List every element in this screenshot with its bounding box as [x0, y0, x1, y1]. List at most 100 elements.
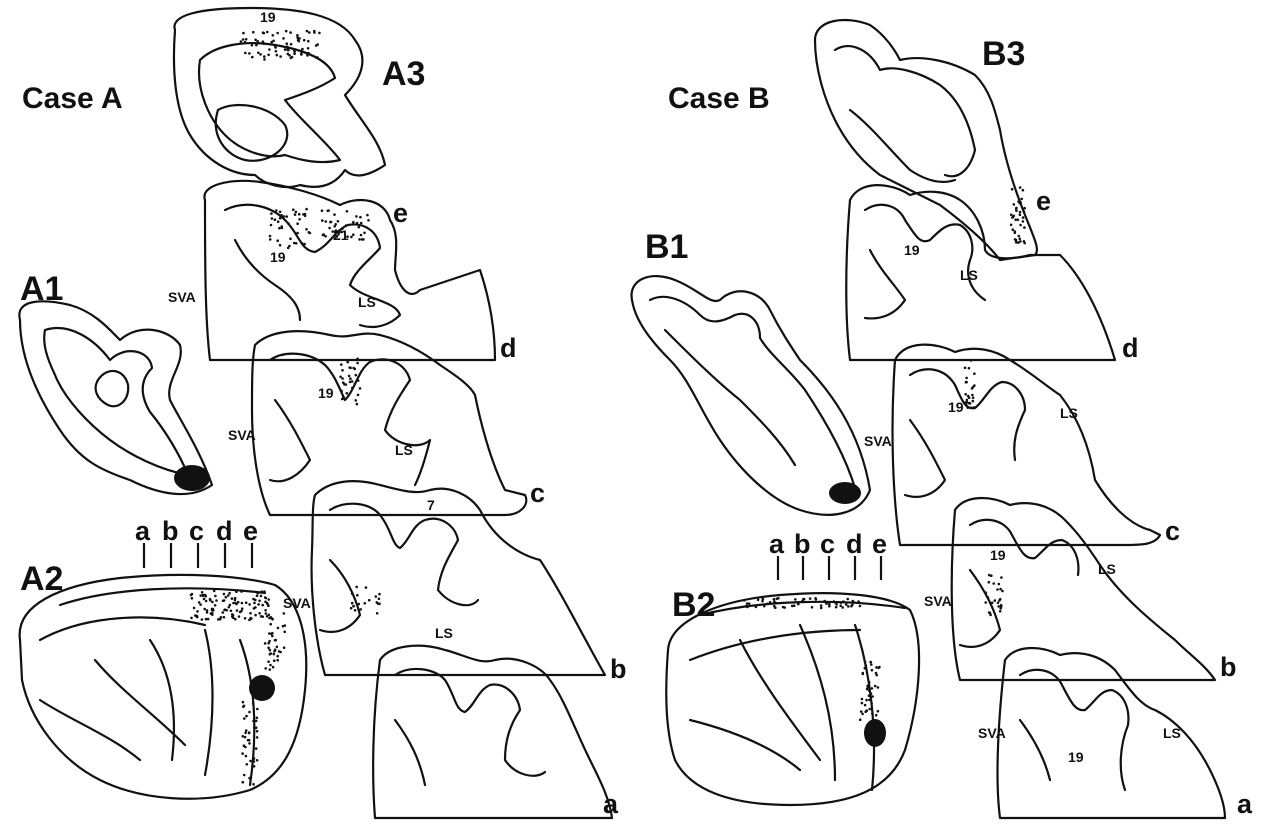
labeled-cell-dot — [814, 597, 817, 600]
b2-letter-e: e — [872, 529, 887, 559]
labeled-cell-dot — [1000, 576, 1003, 579]
labeled-cell-dot — [356, 362, 359, 365]
b3-letter-e: e — [1036, 186, 1051, 216]
labeled-cell-dot — [773, 600, 776, 603]
labeled-cell-dot — [277, 220, 280, 223]
labeled-cell-dot — [973, 384, 976, 387]
labeled-cell-dot — [199, 603, 202, 606]
labeled-cell-dot — [276, 659, 279, 662]
labeled-cell-dot — [321, 209, 324, 212]
b3-section-e — [846, 185, 1115, 360]
labeled-cell-dot — [276, 646, 279, 649]
labeled-cell-dot — [228, 606, 231, 609]
labeled-cell-dot — [777, 597, 780, 600]
labeled-cell-dot — [333, 213, 336, 216]
labeled-cell-dot — [357, 379, 360, 382]
case-a: Case A A1 A2 A3 — [19, 8, 626, 819]
labeled-cell-dot — [256, 40, 259, 43]
labeled-cell-dot — [791, 605, 794, 608]
labeled-cell-dot — [835, 606, 838, 609]
labeled-cell-dot — [252, 783, 255, 786]
labeled-cell-dot — [366, 214, 369, 217]
labeled-cell-dot — [241, 607, 244, 610]
labeled-cell-dot — [271, 635, 274, 638]
labeled-cell-dot — [308, 231, 311, 234]
labeled-cell-dot — [249, 617, 252, 620]
labeled-cell-dot — [307, 47, 310, 50]
labeled-cell-dot — [358, 238, 361, 241]
labeled-cell-dot — [860, 710, 863, 713]
labeled-cell-dot — [225, 609, 228, 612]
labeled-cell-dot — [324, 235, 327, 238]
case-a-title: Case A — [22, 82, 123, 115]
labeled-cell-dot — [328, 227, 331, 230]
labeled-cell-dot — [283, 631, 286, 634]
labeled-cell-dot — [871, 695, 874, 698]
labeled-cell-dot — [350, 236, 353, 239]
labeled-cell-dot — [859, 605, 862, 608]
a3-letter-a: a — [603, 789, 619, 819]
labeled-cell-dot — [298, 213, 301, 216]
panel-a3-label: A3 — [382, 55, 425, 93]
labeled-cell-dot — [296, 34, 299, 37]
labeled-cell-dot — [262, 31, 265, 34]
labeled-cell-dot — [869, 661, 872, 664]
labeled-cell-dot — [1017, 200, 1020, 203]
labeled-cell-dot — [745, 605, 748, 608]
labeled-cell-dot — [316, 43, 319, 46]
labeled-cell-dot — [255, 747, 258, 750]
labeled-cell-dot — [248, 742, 251, 745]
labeled-cell-dot — [313, 31, 316, 34]
labeled-cell-dot — [306, 30, 309, 33]
labeled-cell-dot — [871, 687, 874, 690]
labeled-cell-dot — [340, 363, 343, 366]
panel-b3-label: B3 — [982, 35, 1025, 73]
labeled-cell-dot — [193, 607, 196, 610]
labeled-cell-dot — [875, 714, 878, 717]
b3-section-a — [998, 648, 1225, 818]
labeled-cell-dot — [967, 406, 970, 409]
labeled-cell-dot — [364, 602, 367, 605]
a3-label-ls-c: LS — [435, 625, 453, 641]
labeled-cell-dot — [357, 394, 360, 397]
labeled-cell-dot — [256, 759, 259, 762]
labeled-cell-dot — [223, 616, 226, 619]
labeled-cell-dot — [1013, 215, 1016, 218]
labeled-cell-dot — [968, 367, 971, 370]
labeled-cell-dot — [991, 602, 994, 605]
labeled-cell-dot — [222, 611, 225, 614]
b3-letter-c: c — [1165, 516, 1180, 546]
labeled-cell-dot — [859, 718, 862, 721]
labeled-cell-dot — [354, 382, 357, 385]
labeled-cell-dot — [223, 609, 226, 612]
labeled-cell-dot — [285, 215, 288, 218]
labeled-cell-dot — [999, 588, 1002, 591]
labeled-cell-dot — [1019, 213, 1022, 216]
labeled-cell-dot — [242, 32, 245, 35]
labeled-cell-dot — [870, 702, 873, 705]
labeled-cell-dot — [359, 608, 362, 611]
labeled-cell-dot — [209, 598, 212, 601]
labeled-cell-dot — [198, 601, 201, 604]
b1-injection-site — [829, 482, 861, 504]
labeled-cell-dot — [219, 618, 222, 621]
labeled-cell-dot — [249, 760, 252, 763]
labeled-cell-dot — [340, 390, 343, 393]
b3-label-19-d: 19 — [948, 399, 964, 415]
a2-letter-c: c — [189, 516, 204, 546]
labeled-cell-dot — [356, 594, 359, 597]
labeled-cell-dot — [1013, 203, 1016, 206]
labeled-cell-dot — [214, 595, 217, 598]
labeled-cell-dot — [269, 664, 272, 667]
a3-label-19-e: 19 — [270, 249, 286, 265]
labeled-cell-dot — [833, 600, 836, 603]
labeled-cell-dot — [820, 607, 823, 610]
labeled-cell-dot — [290, 43, 293, 46]
labeled-cell-dot — [852, 601, 855, 604]
labeled-cell-dot — [211, 609, 214, 612]
labeled-cell-dot — [1022, 220, 1025, 223]
labeled-cell-dot — [279, 55, 282, 58]
labeled-cell-dot — [201, 618, 204, 621]
labeled-cell-dot — [1000, 604, 1003, 607]
labeled-cell-dot — [301, 242, 304, 245]
